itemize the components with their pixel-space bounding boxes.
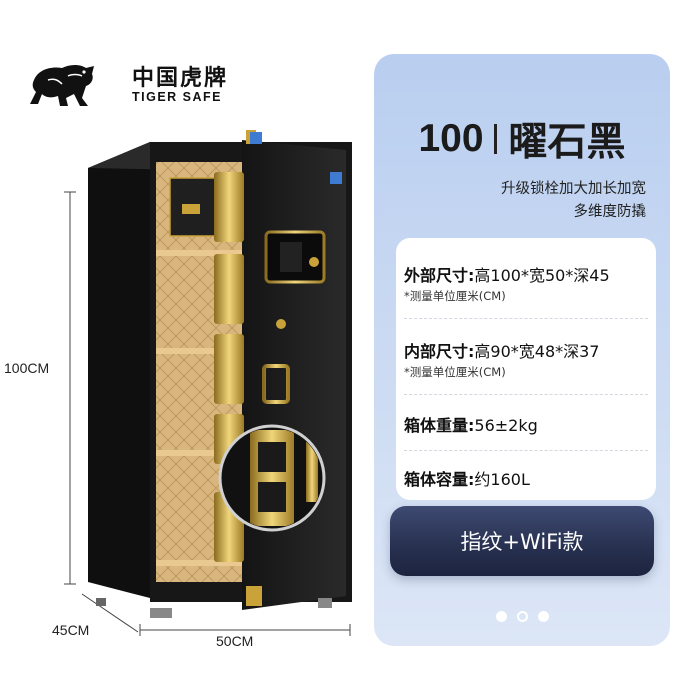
spec-label: 内部尺寸: xyxy=(404,342,475,361)
spec-note: *测量单位厘米(CM) xyxy=(404,365,506,379)
feature-subtitle-2: 多维度防撬 xyxy=(573,204,647,220)
brand-name-en: TIGER SAFE xyxy=(132,90,223,104)
spec-note: *测量单位厘米(CM) xyxy=(404,289,506,303)
variant-button[interactable]: 指纹+WiFi款 xyxy=(390,506,654,576)
spec-value: 高100*宽50*深45 xyxy=(474,266,610,285)
spec-card: 外部尺寸:高100*宽50*深45 *测量单位厘米(CM) 内部尺寸:高90*宽… xyxy=(396,238,656,500)
depth-dimension-label: 45CM xyxy=(52,622,90,638)
carousel-dots xyxy=(374,611,670,622)
title-divider xyxy=(493,124,497,154)
product-illustration: 100CM 45CM 50CM xyxy=(0,120,380,680)
spec-label: 箱体容量: xyxy=(404,470,475,489)
model-color-name: 曜石黑 xyxy=(508,120,626,165)
brand-logo: 中国虎牌 TIGER SAFE xyxy=(28,58,238,114)
brand-name-cn: 中国虎牌 xyxy=(132,66,229,91)
spec-divider xyxy=(404,318,648,319)
safe-image xyxy=(64,130,352,636)
spec-internal-size: 内部尺寸:高90*宽48*深37 *测量单位厘米(CM) xyxy=(404,338,600,380)
spec-divider xyxy=(404,450,648,451)
width-dimension-label: 50CM xyxy=(216,633,254,649)
spec-weight: 箱体重量:56±2kg xyxy=(404,412,538,436)
model-title: 100 曜石黑 xyxy=(374,116,670,165)
tiger-icon xyxy=(30,65,94,106)
spec-label: 箱体重量: xyxy=(404,416,475,435)
height-dimension-label: 100CM xyxy=(4,360,50,376)
spec-value: 56±2kg xyxy=(474,416,538,435)
spec-value: 约160L xyxy=(474,470,530,489)
model-number: 100 xyxy=(418,117,484,160)
feature-subtitle-1: 升级锁栓加大加长加宽 xyxy=(501,181,646,197)
carousel-dot[interactable] xyxy=(537,611,549,622)
spec-capacity: 箱体容量:约160L xyxy=(404,466,530,490)
carousel-dot-active[interactable] xyxy=(516,611,528,622)
carousel-dot[interactable] xyxy=(495,611,507,622)
spec-value: 高90*宽48*深37 xyxy=(474,342,600,361)
spec-label: 外部尺寸: xyxy=(404,266,475,285)
spec-external-size: 外部尺寸:高100*宽50*深45 *测量单位厘米(CM) xyxy=(404,262,610,304)
spec-panel: 100 曜石黑 升级锁栓加大加长加宽 多维度防撬 外部尺寸:高100*宽50*深… xyxy=(374,54,670,646)
spec-divider xyxy=(404,394,648,395)
